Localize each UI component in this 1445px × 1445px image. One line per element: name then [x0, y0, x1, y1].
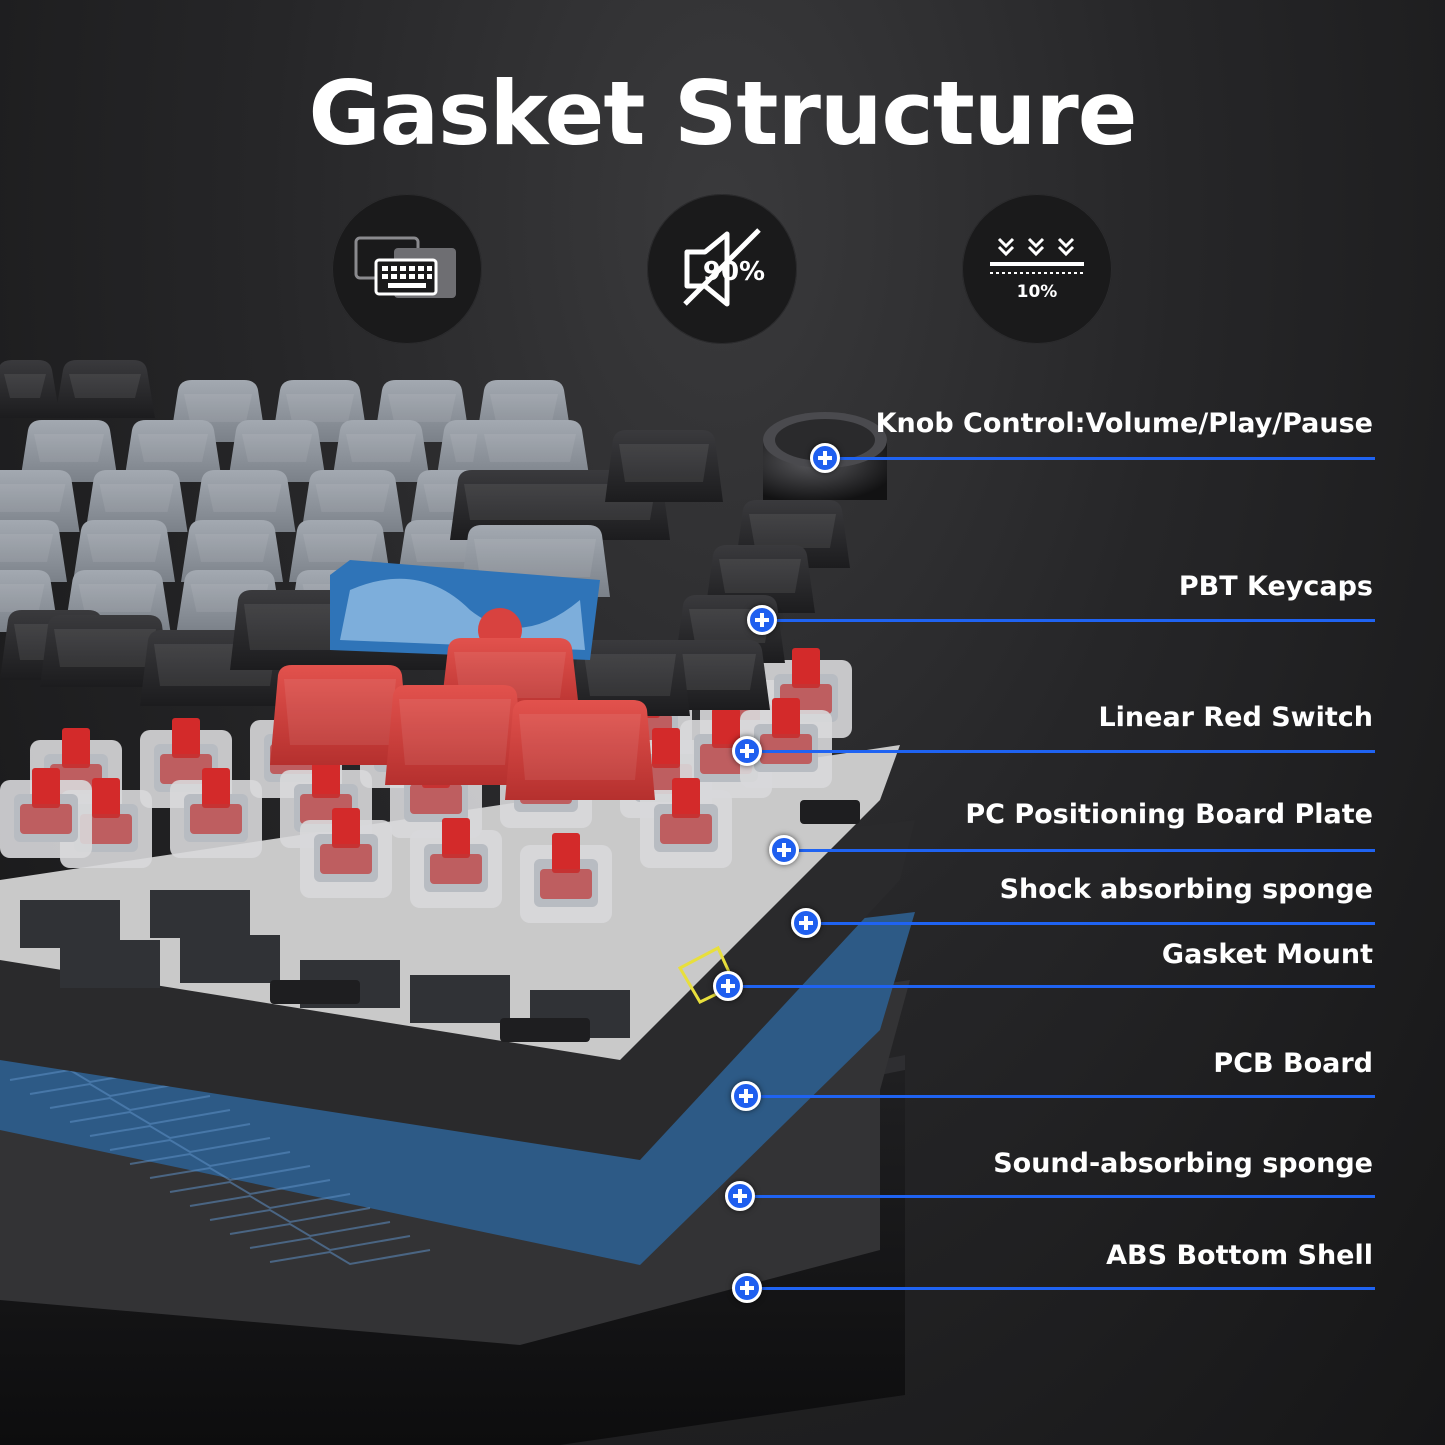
feature-sound-reduction: 90%: [647, 194, 797, 344]
callout-line-plate: [799, 849, 1375, 852]
callout-label-gasket: Gasket Mount: [1161, 939, 1373, 970]
callout-label-keycaps: PBT Keycaps: [1178, 571, 1373, 602]
callout-line-shock-sponge: [821, 922, 1375, 925]
callout-label-pcb: PCB Board: [1213, 1048, 1373, 1079]
callout-plus-icon[interactable]: [732, 736, 762, 766]
callout-label-plate: PC Positioning Board Plate: [965, 799, 1373, 830]
callout-line-pcb: [761, 1095, 1375, 1098]
sound-reduction-value: 90%: [703, 257, 765, 287]
callout-label-shock-sponge: Shock absorbing sponge: [999, 874, 1373, 905]
callout-line-sound-sponge: [755, 1195, 1375, 1198]
callout-label-knob: Knob Control:Volume/Play/Pause: [875, 408, 1373, 439]
callout-line-knob: [840, 457, 1375, 460]
callout-plus-icon[interactable]: [732, 1273, 762, 1303]
callout-plus-icon[interactable]: [791, 908, 821, 938]
feature-keyboard-layers: [332, 194, 482, 344]
sound-reduction-icon: 90%: [683, 228, 765, 307]
callout-label-sound-sponge: Sound-absorbing sponge: [993, 1148, 1373, 1179]
keyboard-layers-icon: [354, 236, 456, 298]
feature-compression: 10%: [962, 194, 1112, 344]
callout-label-switch: Linear Red Switch: [1098, 702, 1373, 733]
callout-plus-icon[interactable]: [725, 1181, 755, 1211]
callout-line-gasket: [743, 985, 1375, 988]
callout-plus-icon[interactable]: [747, 605, 777, 635]
page-title: Gasket Structure: [308, 62, 1138, 165]
callout-plus-icon[interactable]: [731, 1081, 761, 1111]
callout-plus-icon[interactable]: [810, 443, 840, 473]
callout-line-keycaps: [777, 619, 1375, 622]
compression-icon: 10%: [990, 237, 1084, 302]
compression-value: 10%: [1017, 282, 1058, 302]
callout-line-bottom-shell: [762, 1287, 1375, 1290]
callout-line-switch: [762, 750, 1375, 753]
callout-plus-icon[interactable]: [713, 971, 743, 1001]
callout-label-bottom-shell: ABS Bottom Shell: [1106, 1240, 1373, 1271]
callout-plus-icon[interactable]: [769, 835, 799, 865]
